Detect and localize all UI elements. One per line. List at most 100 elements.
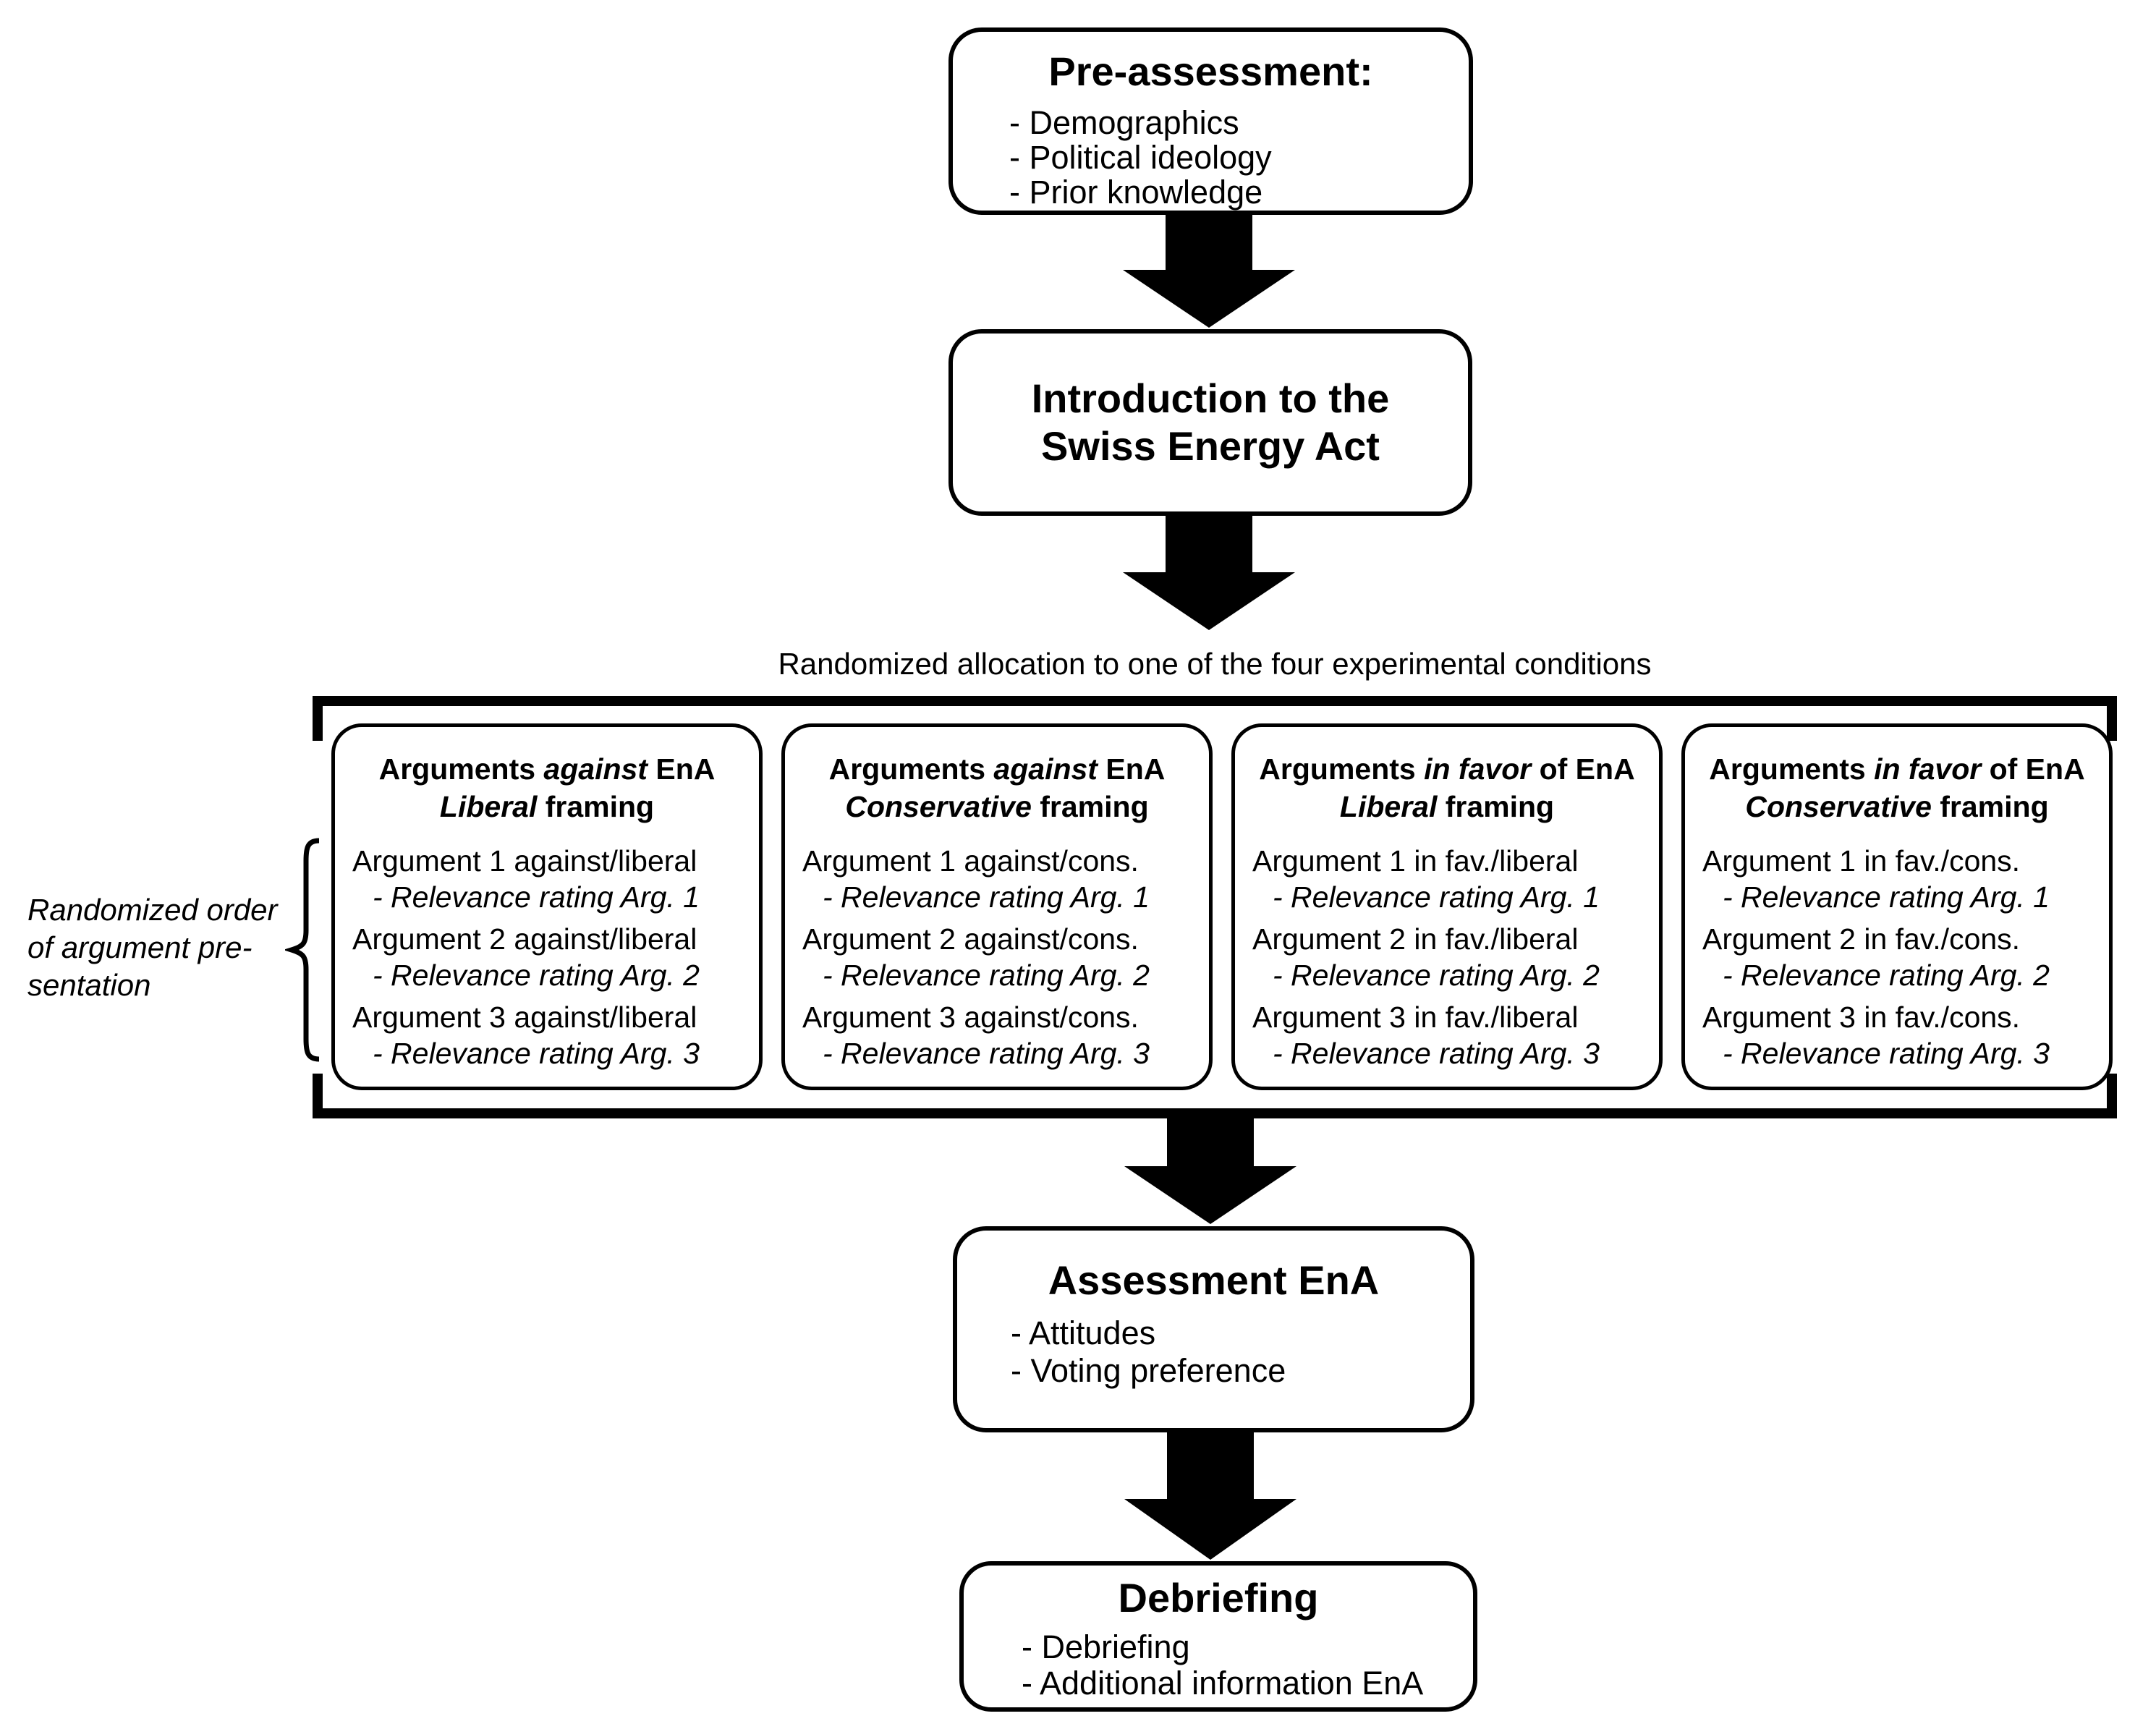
title-stance: against <box>543 752 648 786</box>
condition-title: Arguments in favor of EnA Conservative f… <box>1685 750 2109 825</box>
relevance-line: - Relevance rating Arg. 2 <box>373 959 700 992</box>
title-stance: against <box>993 752 1098 786</box>
argument-line: Argument 1 against/cons. <box>802 844 1139 878</box>
condition-items: Argument 1 in fav./liberal - Relevance r… <box>1235 843 1659 1071</box>
title-segment: EnA <box>647 752 716 786</box>
condition-items: Argument 1 against/cons. - Relevance rat… <box>785 843 1209 1071</box>
condition-title-line1: Arguments against EnA <box>785 750 1209 788</box>
condition-items: Argument 1 in fav./cons. - Relevance rat… <box>1685 843 2109 1071</box>
argument-line: Argument 3 in fav./cons. <box>1702 1001 2021 1034</box>
assessment-box: Assessment EnA - Attitudes - Voting pref… <box>953 1226 1474 1432</box>
condition-title: Arguments against EnA Conservative frami… <box>785 750 1209 825</box>
condition-items: Argument 1 against/liberal - Relevance r… <box>335 843 759 1071</box>
pre-assessment-title: Pre-assessment: <box>1048 48 1373 94</box>
argument-line: Argument 2 in fav./liberal <box>1252 922 1579 956</box>
argument-line: Argument 2 in fav./cons. <box>1702 922 2021 956</box>
argument-line: Argument 2 against/liberal <box>352 922 697 956</box>
condition-box-favor-liberal: Arguments in favor of EnA Liberal framin… <box>1231 723 1663 1090</box>
relevance-line: - Relevance rating Arg. 2 <box>823 959 1150 992</box>
list-item: - Debriefing <box>1022 1628 1190 1665</box>
argument-line: Argument 1 against/liberal <box>352 844 697 878</box>
title-segment: Arguments <box>1259 752 1425 786</box>
condition-title-line1: Arguments against EnA <box>335 750 759 788</box>
argument-line: Argument 1 in fav./liberal <box>1252 844 1579 878</box>
relevance-line: - Relevance rating Arg. 2 <box>1723 959 2050 992</box>
note-line: Randomized order <box>27 893 278 927</box>
condition-title: Arguments in favor of EnA Liberal framin… <box>1235 750 1659 825</box>
title-segment: of EnA <box>1981 752 2085 786</box>
condition-title-line2: Conservative framing <box>1685 788 2109 825</box>
title-segment: framing <box>1031 790 1149 823</box>
curly-brace-icon <box>285 838 320 1062</box>
title-segment: framing <box>1931 790 2049 823</box>
note-line: sentation <box>27 968 151 1002</box>
arrow-head <box>1123 270 1295 328</box>
arrow-stem <box>1167 1118 1254 1166</box>
arrow-stem <box>1166 516 1252 572</box>
argument-line: Argument 2 against/cons. <box>802 922 1139 956</box>
condition-box-favor-conservative: Arguments in favor of EnA Conservative f… <box>1681 723 2113 1090</box>
debriefing-box: Debriefing - Debriefing - Additional inf… <box>959 1561 1477 1712</box>
bracket-bottom-rail <box>313 1108 2117 1118</box>
arrow-down-icon <box>1124 1118 1296 1224</box>
list-item: - Voting preference <box>1011 1352 1286 1389</box>
arrow-down-icon <box>1123 516 1295 630</box>
introduction-box: Introduction to the Swiss Energy Act <box>948 329 1472 516</box>
arrow-head <box>1124 1499 1296 1560</box>
title-segment: EnA <box>1097 752 1166 786</box>
title-segment: Arguments <box>828 752 994 786</box>
condition-title-line2: Liberal framing <box>335 788 759 825</box>
pre-assessment-items: - Demographics - Political ideology - Pr… <box>953 106 1469 210</box>
title-stance: in favor <box>1874 752 1982 786</box>
condition-title: Arguments against EnA Liberal framing <box>335 750 759 825</box>
debriefing-items: - Debriefing - Additional information En… <box>964 1629 1473 1702</box>
title-segment: framing <box>537 790 655 823</box>
condition-title-line1: Arguments in favor of EnA <box>1235 750 1659 788</box>
list-item: - Demographics <box>1009 104 1239 141</box>
condition-title-line1: Arguments in favor of EnA <box>1685 750 2109 788</box>
relevance-line: - Relevance rating Arg. 3 <box>373 1037 700 1070</box>
title-segment: Arguments <box>1709 752 1875 786</box>
introduction-title-line1: Introduction to the <box>1031 375 1390 421</box>
arrow-stem <box>1167 1432 1254 1499</box>
note-line: of argument pre- <box>27 930 252 964</box>
condition-box-against-conservative: Arguments against EnA Conservative frami… <box>781 723 1213 1090</box>
title-framing: Conservative <box>845 790 1032 823</box>
condition-box-against-liberal: Arguments against EnA Liberal framing Ar… <box>331 723 763 1090</box>
randomization-caption: Randomized allocation to one of the four… <box>778 647 1652 681</box>
list-item: - Attitudes <box>1011 1314 1156 1351</box>
argument-line: Argument 3 against/cons. <box>802 1001 1139 1034</box>
title-segment: framing <box>1437 790 1555 823</box>
pre-assessment-box: Pre-assessment: - Demographics - Politic… <box>948 27 1473 215</box>
condition-title-line2: Conservative framing <box>785 788 1209 825</box>
relevance-line: - Relevance rating Arg. 1 <box>1723 880 2050 914</box>
debriefing-title: Debriefing <box>1118 1575 1319 1621</box>
relevance-line: - Relevance rating Arg. 2 <box>1273 959 1600 992</box>
list-item: - Additional information EnA <box>1022 1665 1424 1702</box>
title-framing: Conservative <box>1745 790 1932 823</box>
relevance-line: - Relevance rating Arg. 1 <box>1273 880 1600 914</box>
assessment-title: Assessment EnA <box>1048 1257 1380 1303</box>
relevance-line: - Relevance rating Arg. 1 <box>373 880 700 914</box>
introduction-title-line2: Swiss Energy Act <box>1041 423 1380 469</box>
title-framing: Liberal <box>1339 790 1438 823</box>
bracket-top-left-end <box>313 696 323 741</box>
relevance-line: - Relevance rating Arg. 3 <box>1723 1037 2050 1070</box>
bracket-bottom-left-end <box>313 1074 323 1118</box>
list-item: - Political ideology <box>1009 139 1272 176</box>
relevance-line: - Relevance rating Arg. 3 <box>1273 1037 1600 1070</box>
randomized-order-note: Randomized order of argument pre- sentat… <box>27 891 295 1004</box>
relevance-line: - Relevance rating Arg. 3 <box>823 1037 1150 1070</box>
title-stance: in favor <box>1424 752 1532 786</box>
bracket-bottom-right-end <box>2107 1074 2117 1118</box>
arrow-head <box>1124 1166 1296 1224</box>
arrow-head <box>1123 572 1295 630</box>
relevance-line: - Relevance rating Arg. 1 <box>823 880 1150 914</box>
title-segment: of EnA <box>1531 752 1635 786</box>
argument-line: Argument 1 in fav./cons. <box>1702 844 2021 878</box>
title-framing: Liberal <box>439 790 538 823</box>
arrow-down-icon <box>1123 213 1295 328</box>
title-segment: Arguments <box>378 752 544 786</box>
bracket-top-right-end <box>2107 696 2117 741</box>
